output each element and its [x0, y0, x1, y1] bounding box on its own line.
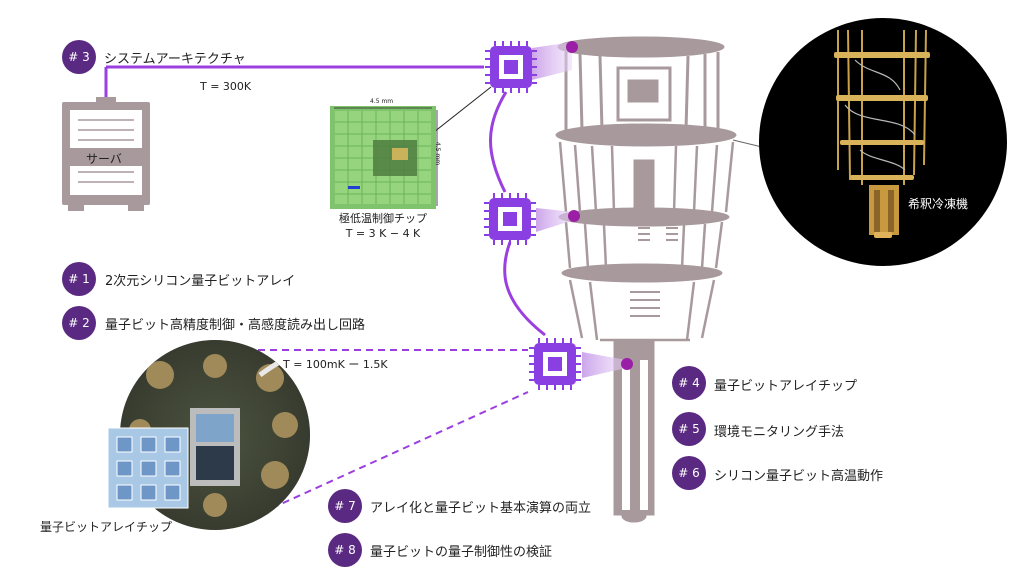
cryo-chip-photo	[330, 106, 438, 209]
dashed-line-chip	[249, 391, 529, 519]
beam-2	[536, 208, 574, 232]
temp-300k-label: T = 300K	[200, 80, 252, 93]
label-qubit-array-chip: 量子ビットアレイチップ	[714, 379, 858, 394]
label-2d-qubit-array: 2次元シリコン量子ビットアレイ	[105, 274, 296, 289]
chip-icon	[484, 193, 536, 245]
fridge-label: 希釈冷凍機	[908, 197, 969, 211]
qubit-array-photo	[107, 340, 310, 530]
chip-dimension-top: 4.5 mm	[370, 98, 394, 105]
server-icon	[62, 97, 150, 211]
beam-3	[582, 352, 626, 378]
connection-lines	[104, 65, 546, 337]
badge-2: # 2	[62, 306, 96, 340]
server-label: サーバ	[86, 152, 122, 166]
fridge-leader-line	[732, 139, 763, 148]
cryo-chip-title: 極低温制御チップ	[339, 212, 427, 225]
port-dot-1	[566, 41, 578, 53]
badge-1: # 1	[62, 262, 96, 296]
chip-leader-line	[433, 86, 492, 133]
badge-8: # 8	[328, 533, 362, 567]
badge-6: # 6	[672, 456, 706, 490]
chip-icon	[529, 338, 581, 390]
label-quantum-control: 量子ビットの量子制御性の検証	[370, 545, 553, 560]
chip-icon	[485, 41, 537, 93]
array-chip-caption: 量子ビットアレイチップ	[40, 520, 173, 534]
chip-dimension-side: 4.5 mm	[434, 141, 442, 166]
label-array-and-gates: アレイ化と量子ビット基本演算の両立	[370, 501, 592, 516]
fridge-photo	[759, 18, 1007, 266]
temp-100mk-label: T = 100mK ー 1.5K	[283, 358, 388, 371]
label-system-architecture: システムアーキテクチャ	[104, 52, 246, 67]
cryo-chip-temp: T = 3 K − 4 K	[345, 227, 421, 240]
refrigerator-diagram	[555, 36, 737, 523]
badge-7: # 7	[328, 489, 362, 523]
port-dot-3	[621, 358, 633, 370]
label-control-readout: 量子ビット高精度制御・高感度読み出し回路	[105, 318, 366, 333]
badge-3: # 3	[62, 40, 96, 74]
badge-4: # 4	[672, 366, 706, 400]
port-dot-2	[568, 210, 580, 222]
badge-5: # 5	[672, 412, 706, 446]
label-environment-monitoring: 環境モニタリング手法	[714, 425, 845, 440]
label-high-temp-operation: シリコン量子ビット高温動作	[714, 469, 884, 484]
beam-1	[532, 42, 572, 80]
